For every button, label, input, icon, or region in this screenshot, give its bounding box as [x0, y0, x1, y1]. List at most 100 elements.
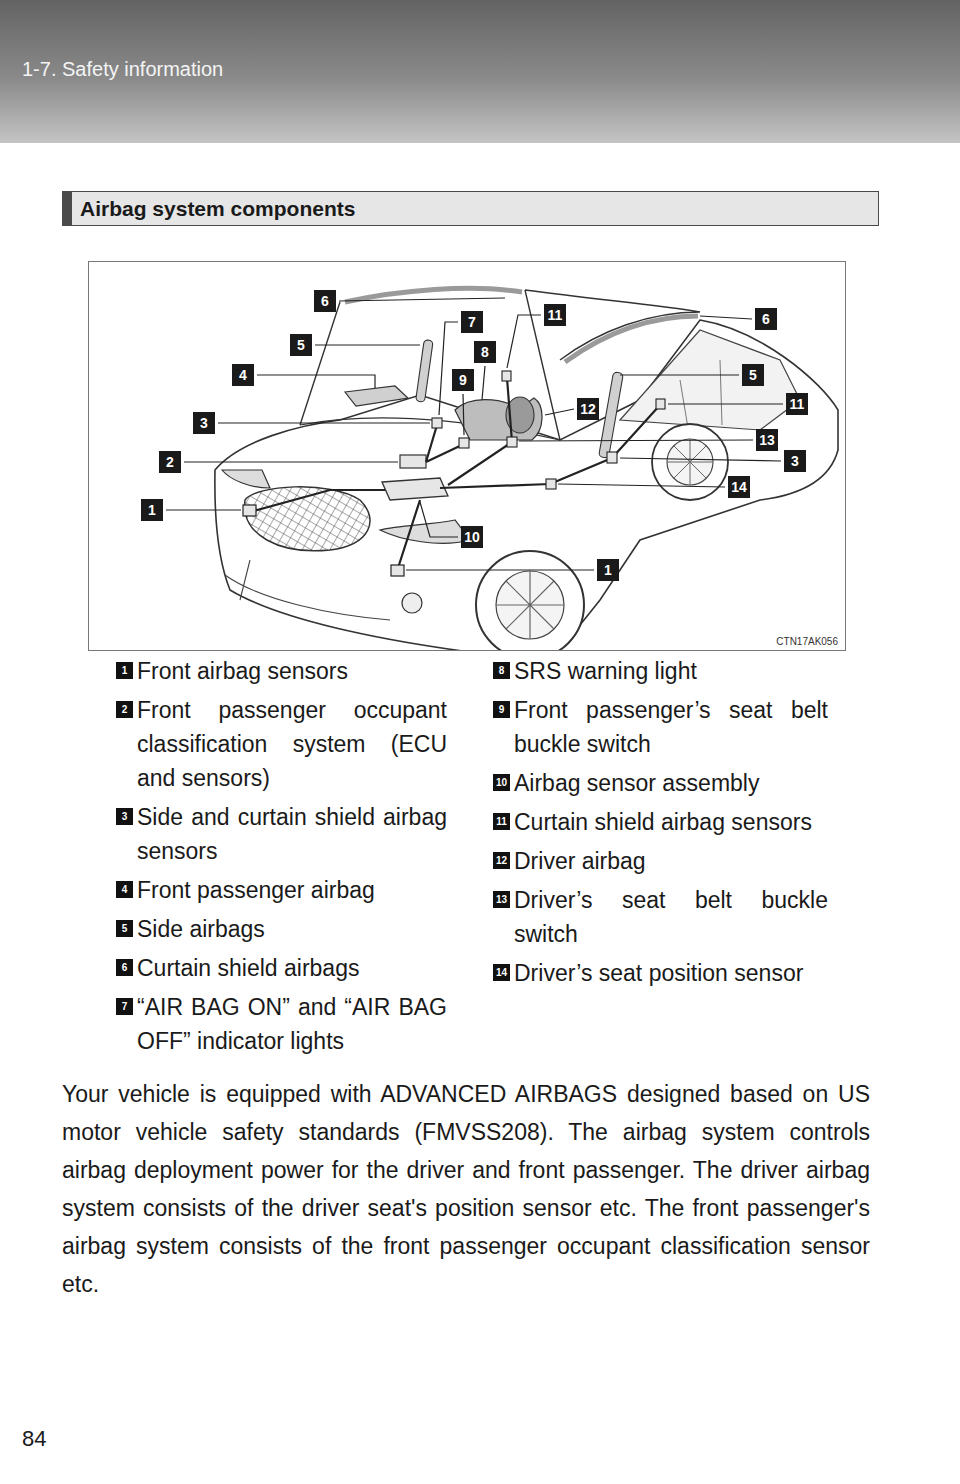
leader-lines — [184, 461, 398, 462]
leader-lines — [620, 374, 739, 375]
airbag-components — [565, 316, 698, 362]
header-band: 1-7. Safety information — [0, 0, 960, 143]
leader-lines — [257, 375, 375, 388]
list-item: 2Front passenger occupant classification… — [116, 693, 448, 795]
list-item: 12Driver airbag — [493, 844, 829, 878]
part-name: SRS warning light — [514, 654, 828, 688]
body-text: Your vehicle is equipped with ADVANCED A… — [62, 1075, 870, 1303]
part-name: Front passenger occupant classification … — [137, 693, 447, 795]
list-marker: 7 — [116, 998, 133, 1015]
list-marker: 12 — [493, 852, 510, 869]
list-column: 1Front airbag sensors2Front passenger oc… — [116, 654, 448, 1063]
airbag-components — [243, 505, 256, 516]
section-header: 1-7. Safety information — [22, 58, 223, 81]
airbag-components — [656, 399, 665, 409]
airbag-components — [345, 386, 408, 406]
list-marker: 5 — [116, 920, 133, 937]
part-name: Front passenger airbag — [137, 873, 447, 907]
leader-lines — [315, 344, 420, 345]
car-body — [215, 290, 838, 650]
leader-lines — [482, 366, 485, 400]
list-item: 10Airbag sensor assembly — [493, 766, 829, 800]
list-item: 7“AIR BAG ON” and “AIR BAG OFF” indicato… — [116, 990, 448, 1058]
leader-lines — [668, 403, 783, 404]
part-name: Curtain shield airbag sensors — [514, 805, 828, 839]
list-marker: 4 — [116, 881, 133, 898]
callout-number: 3 — [193, 412, 215, 434]
part-name: “AIR BAG ON” and “AIR BAG OFF” indicator… — [137, 990, 447, 1058]
part-name: Front airbag sensors — [137, 654, 447, 688]
heading-box: Airbag system components — [62, 191, 879, 226]
airbag-components — [250, 378, 660, 568]
leader-lines — [700, 316, 752, 319]
callout-number: 5 — [290, 334, 312, 356]
list-marker: 8 — [493, 662, 510, 679]
list-item: 1Front airbag sensors — [116, 654, 448, 688]
part-name: Driver’s seat position sensor — [514, 956, 828, 990]
car-body — [496, 571, 564, 639]
list-item: 4Front passenger airbag — [116, 873, 448, 907]
list-item: 11Curtain shield airbag sensors — [493, 805, 829, 839]
airbag-components — [607, 452, 617, 463]
callout-number: 11 — [786, 393, 808, 415]
car-body — [667, 439, 713, 485]
list-item: 13Driver’s seat belt buckle switch — [493, 883, 829, 951]
leader-lines — [166, 298, 783, 570]
heading: Airbag system components — [80, 192, 355, 225]
callout-number: 6 — [755, 308, 777, 330]
list-item: 9Front passenger’s seat belt buckle swit… — [493, 693, 829, 761]
list-marker: 1 — [116, 662, 133, 679]
part-name: Side airbags — [137, 912, 447, 946]
part-name: Front passenger’s seat belt buckle switc… — [514, 693, 828, 761]
airbag-components — [243, 288, 698, 576]
list-marker: 14 — [493, 964, 510, 981]
leader-lines — [420, 502, 458, 537]
list-marker: 11 — [493, 813, 510, 830]
callout-number: 11 — [544, 304, 566, 326]
car-body — [225, 560, 390, 620]
list-marker: 10 — [493, 774, 510, 791]
page-number: 84 — [22, 1426, 46, 1452]
list-marker: 6 — [116, 959, 133, 976]
car-body — [402, 593, 422, 613]
airbag-components — [507, 437, 517, 447]
leader-lines — [558, 484, 725, 487]
leader-lines — [545, 409, 574, 415]
figure-code: CTN17AK056 — [776, 636, 838, 647]
callout-number: 14 — [728, 476, 750, 498]
callout-number: 10 — [461, 526, 483, 548]
leader-lines — [519, 440, 753, 441]
airbag-components — [599, 372, 624, 458]
list-item: 8SRS warning light — [493, 654, 829, 688]
car-body — [620, 330, 800, 430]
part-name: Driver airbag — [514, 844, 828, 878]
list-item: 3Side and curtain shield airbag sensors — [116, 800, 448, 868]
leader-lines — [463, 394, 464, 435]
car-body — [652, 424, 728, 500]
airbag-components — [432, 418, 442, 428]
airbag-components — [382, 478, 448, 500]
leader-lines — [620, 458, 781, 461]
car-body — [667, 439, 713, 485]
callout-number: 3 — [784, 450, 806, 472]
part-name: Airbag sensor assembly — [514, 766, 828, 800]
callout-number: 8 — [474, 341, 496, 363]
leader-lines — [507, 315, 541, 368]
airbag-components — [502, 371, 511, 381]
leader-lines — [218, 422, 430, 423]
list-marker: 2 — [116, 701, 133, 718]
part-name: Driver’s seat belt buckle switch — [514, 883, 828, 951]
list-item: 6Curtain shield airbags — [116, 951, 448, 985]
airbag-components — [459, 438, 469, 448]
callout-number: 12 — [577, 398, 599, 420]
leader-lines — [406, 569, 594, 570]
leader-lines — [166, 509, 241, 510]
airbag-components — [546, 479, 556, 489]
callout-number: 9 — [452, 369, 474, 391]
callout-number: 1 — [141, 499, 163, 521]
airbag-components — [416, 340, 434, 403]
car-body — [496, 571, 564, 639]
callout-number: 13 — [756, 429, 778, 451]
leader-lines — [339, 298, 505, 301]
